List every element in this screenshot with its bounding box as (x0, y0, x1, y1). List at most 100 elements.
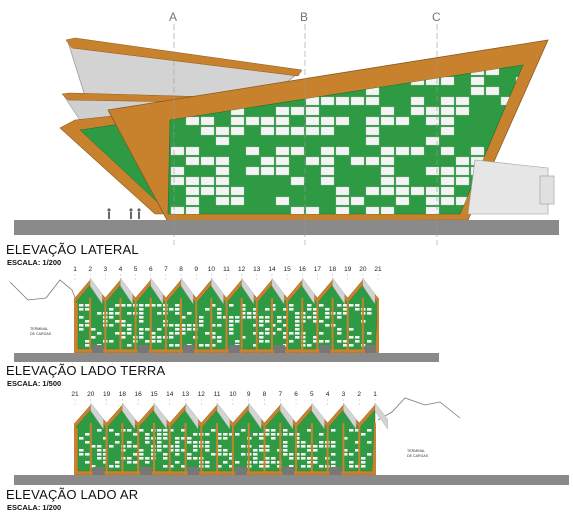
section-title-lateral: ELEVAÇÃO LATERAL (6, 242, 139, 257)
facade-panel (440, 96, 455, 106)
elevation-panel (199, 320, 204, 323)
elevation-panel (355, 308, 360, 311)
elevation-panel (85, 461, 90, 464)
elevation-panel (295, 312, 300, 315)
elevation-panel (79, 453, 84, 456)
facade-panel (350, 196, 365, 206)
elevation-panel (265, 320, 270, 323)
elevation-panel (241, 453, 246, 456)
facade-panel (440, 76, 455, 86)
facade-panel (230, 126, 245, 136)
column-number: 3 (342, 391, 346, 398)
elevation-panel (217, 449, 222, 452)
elevation-panel (133, 445, 138, 448)
elevation-panel (271, 429, 276, 432)
elevation-panel (139, 457, 144, 460)
facade-panel (320, 146, 335, 156)
column-number: 20 (87, 391, 95, 398)
facade-panel (305, 116, 320, 126)
elevation-column (361, 298, 364, 353)
facade-panel (395, 196, 410, 206)
elevation-panel (367, 308, 372, 311)
elevation-panel (277, 461, 282, 464)
column-number: 8 (179, 266, 183, 273)
elevation-panel (91, 445, 96, 448)
elevation-panel (235, 320, 240, 323)
elevation-roof-wedge (216, 402, 230, 430)
elevation-roof-wedge (302, 277, 315, 305)
elevation-panel (265, 449, 270, 452)
elevation-panel (169, 308, 174, 311)
elevation-panel (325, 308, 330, 311)
elevation-panel (163, 437, 168, 440)
elevation-panel (205, 461, 210, 464)
elevation-panel (349, 344, 354, 347)
elevation-panel (229, 304, 234, 307)
elevation-panel (145, 433, 150, 436)
elevation-panel (217, 324, 222, 327)
elevation-panel (109, 445, 114, 448)
elevation-panel (283, 429, 288, 432)
elevation-roof-wedge (343, 402, 357, 430)
elevation-panel (307, 304, 312, 307)
facade-panel (425, 206, 440, 214)
elevation-panel (271, 437, 276, 440)
elevation-panel (307, 457, 312, 460)
elevation-panel (361, 433, 366, 436)
elevation-panel (277, 465, 282, 468)
facade-panel (275, 196, 290, 206)
facade-panel (335, 146, 350, 156)
elevation-panel (295, 453, 300, 456)
facade-panel (200, 156, 215, 166)
elevation-panel (259, 320, 264, 323)
elevation-panel (175, 328, 180, 331)
elevation-panel (253, 312, 258, 315)
facade-panel (380, 206, 395, 214)
column-number: 16 (135, 391, 143, 398)
elevation-panel (259, 465, 264, 468)
entrance-door (234, 467, 247, 475)
elevation-panel (355, 429, 360, 432)
section-title-terra: ELEVAÇÃO LADO TERRA (6, 363, 166, 378)
elevation-panel (217, 312, 222, 315)
elevation-panel (175, 324, 180, 327)
elevation-panel (151, 304, 156, 307)
facade-panel (380, 106, 395, 116)
elevation-panel (127, 344, 132, 347)
elevation-panel (169, 344, 174, 347)
section-scale-terra: ESCALA: 1/500 (7, 379, 62, 388)
elevation-panel (97, 449, 102, 452)
facade-panel (380, 116, 395, 126)
elevation-panel (283, 449, 288, 452)
elevation-panel (157, 328, 162, 331)
column-number: 17 (314, 266, 322, 273)
facade-panel (485, 86, 500, 96)
elevation-panel (283, 332, 288, 335)
elevation-panel (145, 457, 150, 460)
elevation-panel (337, 312, 342, 315)
elevation-panel (241, 336, 246, 339)
elevation-column (263, 423, 266, 475)
elevation-panel (193, 449, 198, 452)
elevation-panel (349, 461, 354, 464)
column-number: 7 (164, 266, 168, 273)
elevation-panel (301, 445, 306, 448)
elevation-column (255, 298, 258, 353)
elevation-panel (337, 328, 342, 331)
elevation-panel (139, 312, 144, 315)
facade-panel (320, 66, 335, 76)
elevation-panel (139, 429, 144, 432)
elevation-panel (247, 312, 252, 315)
grid-axis-a: A (169, 10, 177, 24)
elevation-panel (361, 461, 366, 464)
grid-axis-b: B (300, 10, 308, 24)
elevation-panel (295, 328, 300, 331)
elevation-panel (325, 340, 330, 343)
elevation-panel (181, 449, 186, 452)
elevation-panel (331, 429, 336, 432)
elevation-panel (343, 453, 348, 456)
facade-panel (245, 166, 260, 176)
elevation-roof-wedge (211, 277, 224, 305)
column-number: 9 (247, 391, 251, 398)
